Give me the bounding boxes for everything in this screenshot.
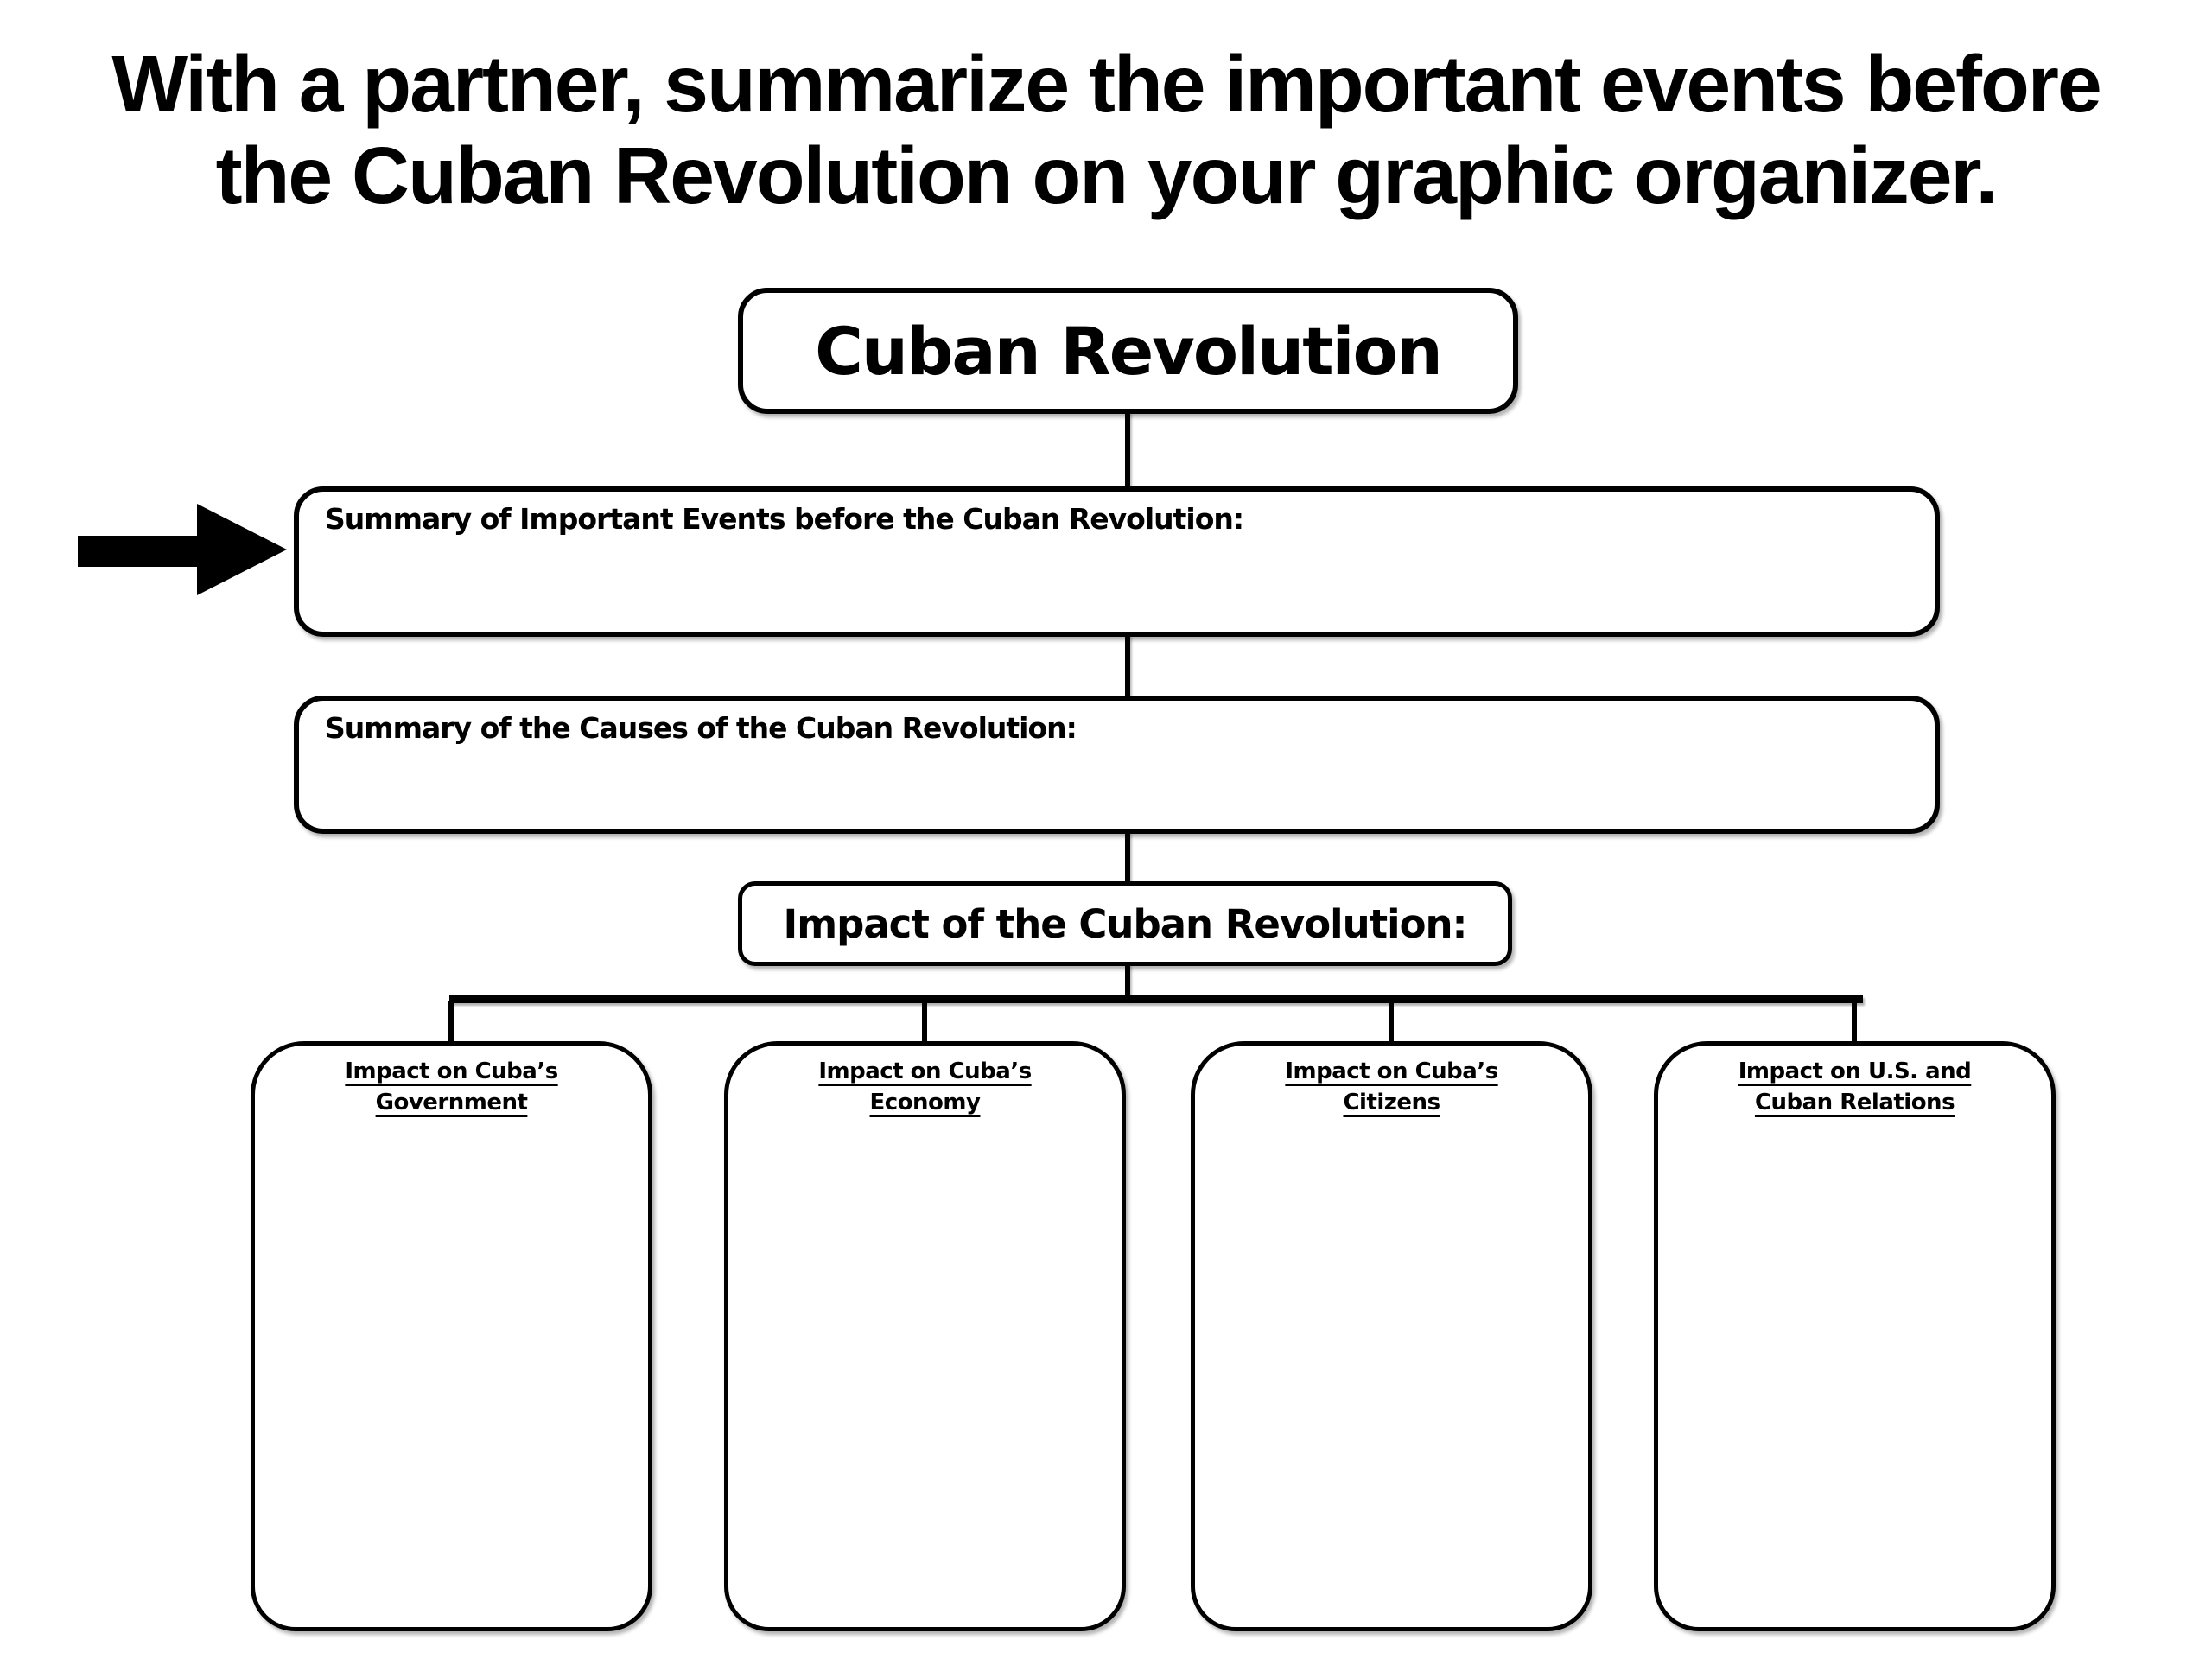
connector-bus-to-citizens [1389,1001,1394,1043]
connector-impact-to-bus [1125,964,1130,1001]
connector-bus-to-economy [922,1001,927,1043]
connector-events-to-causes [1125,635,1130,699]
impact-us-relations-box[interactable]: Impact on U.S. and Cuban Relations [1654,1041,2056,1631]
instruction-line-1: With a partner, summarize the important … [111,39,2101,129]
impact-citizens-box[interactable]: Impact on Cuba’s Citizens [1191,1041,1592,1631]
impact-economy-heading: Impact on Cuba’s Economy [728,1056,1122,1118]
impact-government-box[interactable]: Impact on Cuba’s Government [251,1041,652,1631]
root-box: Cuban Revolution [738,288,1518,414]
connector-root-to-events [1125,412,1130,490]
impact-header-box: Impact of the Cuban Revolution: [738,881,1512,966]
heading-line: Impact on U.S. and [1738,1058,1972,1084]
impact-government-heading: Impact on Cuba’s Government [255,1056,648,1118]
heading-line: Citizens [1343,1090,1440,1116]
heading-line: Government [375,1090,528,1116]
connector-bus-to-relations [1852,1001,1857,1043]
impact-header-label: Impact of the Cuban Revolution: [783,900,1467,947]
connector-causes-to-impact [1125,832,1130,884]
impact-citizens-heading: Impact on Cuba’s Citizens [1195,1056,1588,1118]
events-summary-label: Summary of Important Events before the C… [325,502,1244,536]
heading-line: Economy [869,1090,981,1116]
connector-horizontal-bus [449,995,1863,1003]
heading-line: Cuban Relations [1754,1090,1955,1116]
causes-summary-label: Summary of the Causes of the Cuban Revol… [325,711,1077,745]
impact-us-relations-heading: Impact on U.S. and Cuban Relations [1658,1056,2051,1118]
instruction-title: With a partner, summarize the important … [0,38,2212,221]
pointer-arrow-head [197,504,287,595]
causes-summary-box[interactable]: Summary of the Causes of the Cuban Revol… [294,696,1940,834]
root-box-label: Cuban Revolution [815,312,1443,390]
impact-economy-box[interactable]: Impact on Cuba’s Economy [724,1041,1126,1631]
pointer-arrow-shaft [78,536,200,567]
heading-line: Impact on Cuba’s [1285,1058,1498,1084]
instruction-line-2: the Cuban Revolution on your graphic org… [215,130,1999,220]
connector-bus-to-government [448,1001,454,1043]
events-summary-box[interactable]: Summary of Important Events before the C… [294,486,1940,637]
heading-line: Impact on Cuba’s [345,1058,558,1084]
heading-line: Impact on Cuba’s [818,1058,1032,1084]
